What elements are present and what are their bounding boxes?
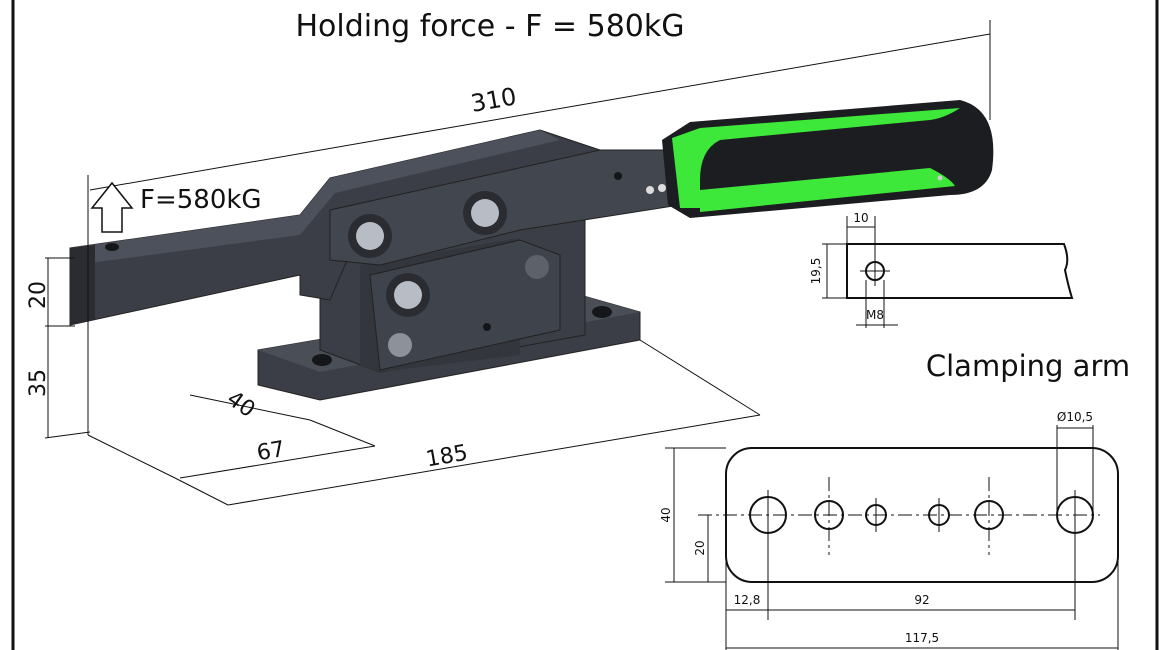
svg-text:92: 92 xyxy=(914,593,929,607)
dimension-20-35: 20 35 xyxy=(26,240,91,439)
clamping-arm-label: Clamping arm xyxy=(926,349,1130,383)
page-title: Holding force - F = 580kG xyxy=(295,9,684,44)
clamping-arm-detail: 10 19,5 M8 xyxy=(809,211,1074,328)
svg-text:40: 40 xyxy=(222,386,259,423)
svg-text:20: 20 xyxy=(693,540,707,555)
svg-text:35: 35 xyxy=(26,369,51,397)
svg-text:40: 40 xyxy=(659,507,673,522)
dimension-base: 40 67 185 xyxy=(87,339,761,506)
svg-text:19,5: 19,5 xyxy=(809,258,823,285)
svg-text:Ø10,5: Ø10,5 xyxy=(1057,410,1093,424)
toggle-clamp-render xyxy=(69,100,994,401)
svg-text:10: 10 xyxy=(853,211,868,225)
svg-text:67: 67 xyxy=(255,437,287,466)
svg-text:310: 310 xyxy=(469,82,519,118)
svg-text:117,5: 117,5 xyxy=(905,631,939,645)
force-arrow-icon xyxy=(90,181,134,233)
svg-text:12,8: 12,8 xyxy=(734,593,761,607)
force-label: F=580kG xyxy=(140,185,262,215)
svg-text:20: 20 xyxy=(26,281,51,309)
svg-text:185: 185 xyxy=(424,441,470,473)
svg-text:M8: M8 xyxy=(866,308,884,322)
base-plate-drawing: Ø10,5 40 20 12,8 92 117,5 xyxy=(659,410,1119,650)
